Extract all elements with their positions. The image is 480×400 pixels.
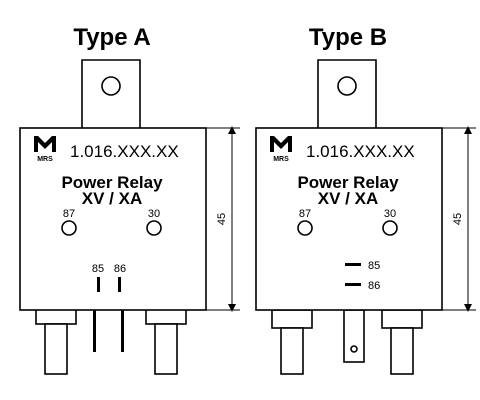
type-b-pin-85-label: 85 [368,260,380,272]
type-b-center-terminal-hole [350,345,358,353]
type-b-pin-30-marker [382,220,398,236]
type-b-terminal-30 [390,327,414,375]
type-b-model-number: 1.016.XXX.XX [306,142,415,161]
type-b-mrs-logo: MRS [270,136,292,163]
type-a-height-dimension: 45 [206,126,240,312]
type-b-pin-30-label: 30 [384,208,396,220]
type-a-pin-30-label: 30 [148,208,160,220]
type-b-terminal-87-base [271,309,313,329]
type-a-title: Type A [73,24,150,51]
type-a-terminal-87 [44,323,68,375]
type-b-pin-87-label: 87 [299,208,311,220]
type-a-pin-87-label: 87 [63,208,75,220]
type-a-mrs-logo: MRS [34,136,56,163]
type-a-mounting-hole [101,76,121,96]
type-a-product-variant: XV / XA [82,189,142,208]
type-b-terminal-30-base [381,309,423,329]
type-b-pin-87-marker [297,220,313,236]
type-b-mounting-hole [337,76,357,96]
type-a-terminal-30 [154,323,178,375]
relay-type-b: Type B MRS 1.016.XXX.XX Power Relay XV /… [255,24,476,375]
type-a-pin-86-label: 86 [114,263,126,275]
type-a-dimension-label: 45 [216,213,228,225]
type-a-pin-86-leg [121,310,124,352]
type-a-pin-85-leg [93,310,96,352]
type-a-pin-87-marker [61,220,77,236]
type-a-pin-30-marker [146,220,162,236]
type-b-logo-text: MRS [273,156,289,163]
relay-type-a: Type A MRS 1.016.XXX.XX Power Relay XV /… [19,24,240,375]
type-b-pin-86-label: 86 [368,280,380,292]
type-b-terminal-87 [280,327,304,375]
type-b-pin-86-slot [345,283,361,286]
type-b-title: Type B [309,24,387,51]
type-a-model-number: 1.016.XXX.XX [70,142,179,161]
type-a-pin-85-label: 85 [92,263,104,275]
type-a-body [19,127,207,311]
type-b-pin-85-slot [345,263,361,266]
type-a-pin-86-slot [118,277,121,292]
type-b-product-name: Power Relay [297,173,399,192]
type-a-pin-85-slot [97,277,100,292]
type-b-product-variant: XV / XA [318,189,378,208]
type-b-dimension-label: 45 [452,213,464,225]
type-a-logo-text: MRS [37,156,53,163]
type-b-body [255,127,443,311]
type-b-height-dimension: 45 [442,126,476,312]
type-b-center-terminal [343,309,365,363]
type-a-product-name: Power Relay [61,173,163,192]
